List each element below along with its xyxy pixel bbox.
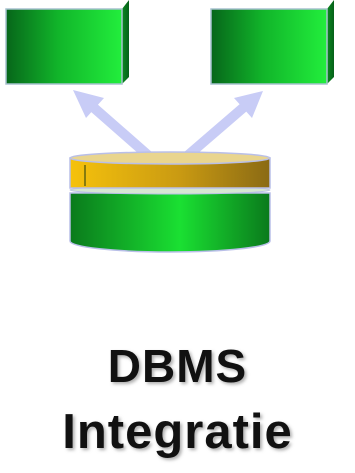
database-cylinder	[69, 151, 271, 253]
title-integratie: Integratie	[62, 405, 293, 459]
left-system-box	[5, 0, 129, 85]
title-dbms: DBMS	[107, 340, 248, 392]
arrow-to-left-box	[73, 90, 155, 162]
arrow-to-right-box	[181, 91, 263, 162]
right-system-box	[210, 0, 334, 85]
dbms-integration-diagram	[5, 0, 334, 253]
